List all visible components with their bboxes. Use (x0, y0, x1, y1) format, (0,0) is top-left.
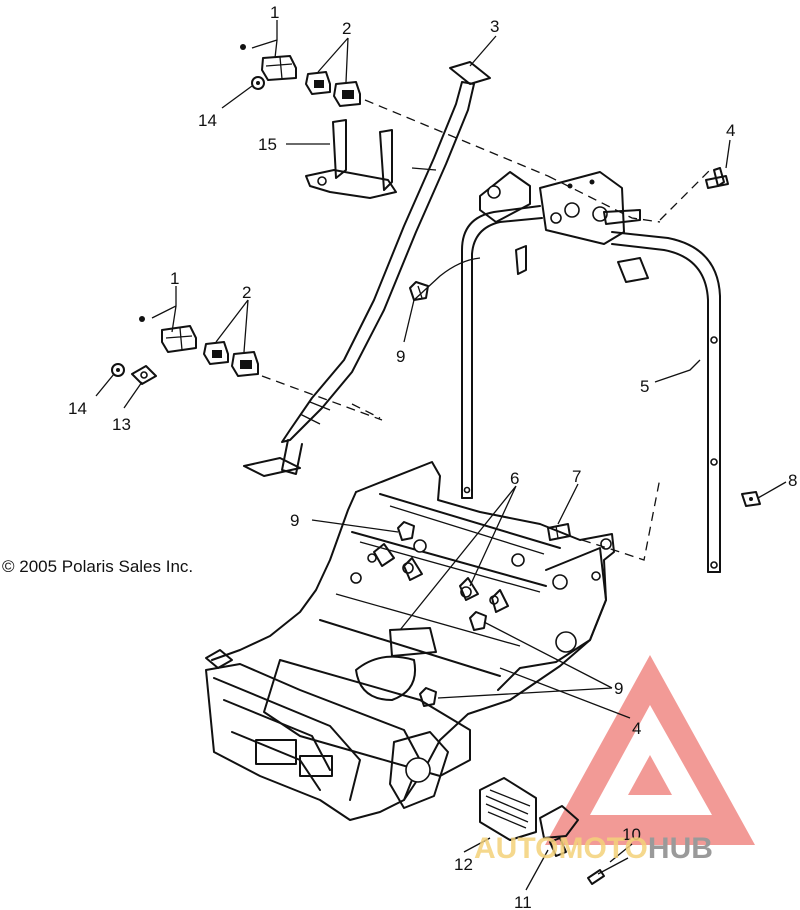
callout-1-top: 1 (270, 3, 279, 22)
bolt-4-upper (659, 167, 729, 221)
callout-4-top: 4 (726, 121, 735, 140)
callout-5: 5 (640, 377, 649, 396)
callout-8: 8 (788, 471, 797, 490)
upper-bracket-assembly (240, 44, 549, 199)
callout-14-top: 14 (198, 111, 217, 130)
support-hoop (461, 171, 721, 573)
callout-14-lower: 14 (68, 399, 87, 418)
callout-10: 10 (622, 825, 641, 844)
callout-9-upper: 9 (396, 347, 405, 366)
callout-9-mid: 9 (290, 511, 299, 530)
callout-13: 13 (112, 415, 131, 434)
nut-8 (741, 491, 761, 507)
watermark-logo (545, 655, 755, 845)
leader-lines (95, 20, 787, 891)
watermark-part-1: AUTOMOTO (474, 832, 648, 865)
callout-labels: 1 2 3 4 14 15 1 2 9 5 14 13 6 7 8 9 9 4 … (68, 3, 797, 910)
callout-2-lower: 2 (242, 283, 251, 302)
callout-4-lower: 4 (632, 719, 641, 738)
copyright-text: © 2005 Polaris Sales Inc. (2, 557, 193, 576)
clip-9-upper (409, 281, 429, 301)
watermark-text: AUTOMOTOHUB (474, 832, 713, 865)
callout-9-right: 9 (614, 679, 623, 698)
vent-cover-12 (479, 777, 579, 841)
callout-1-lower: 1 (170, 269, 179, 288)
callout-6: 6 (510, 469, 519, 488)
steering-shaft (243, 61, 491, 477)
callout-7: 7 (572, 467, 581, 486)
fastener-10-11 (549, 837, 629, 885)
callout-2-top: 2 (342, 19, 351, 38)
callout-15: 15 (258, 135, 277, 154)
callout-3: 3 (490, 17, 499, 36)
watermark-part-2: HUB (648, 832, 713, 865)
chassis-frame (205, 461, 661, 821)
callout-12: 12 (454, 855, 473, 874)
callout-11: 11 (514, 893, 532, 910)
lower-bracket-assembly (111, 316, 383, 421)
